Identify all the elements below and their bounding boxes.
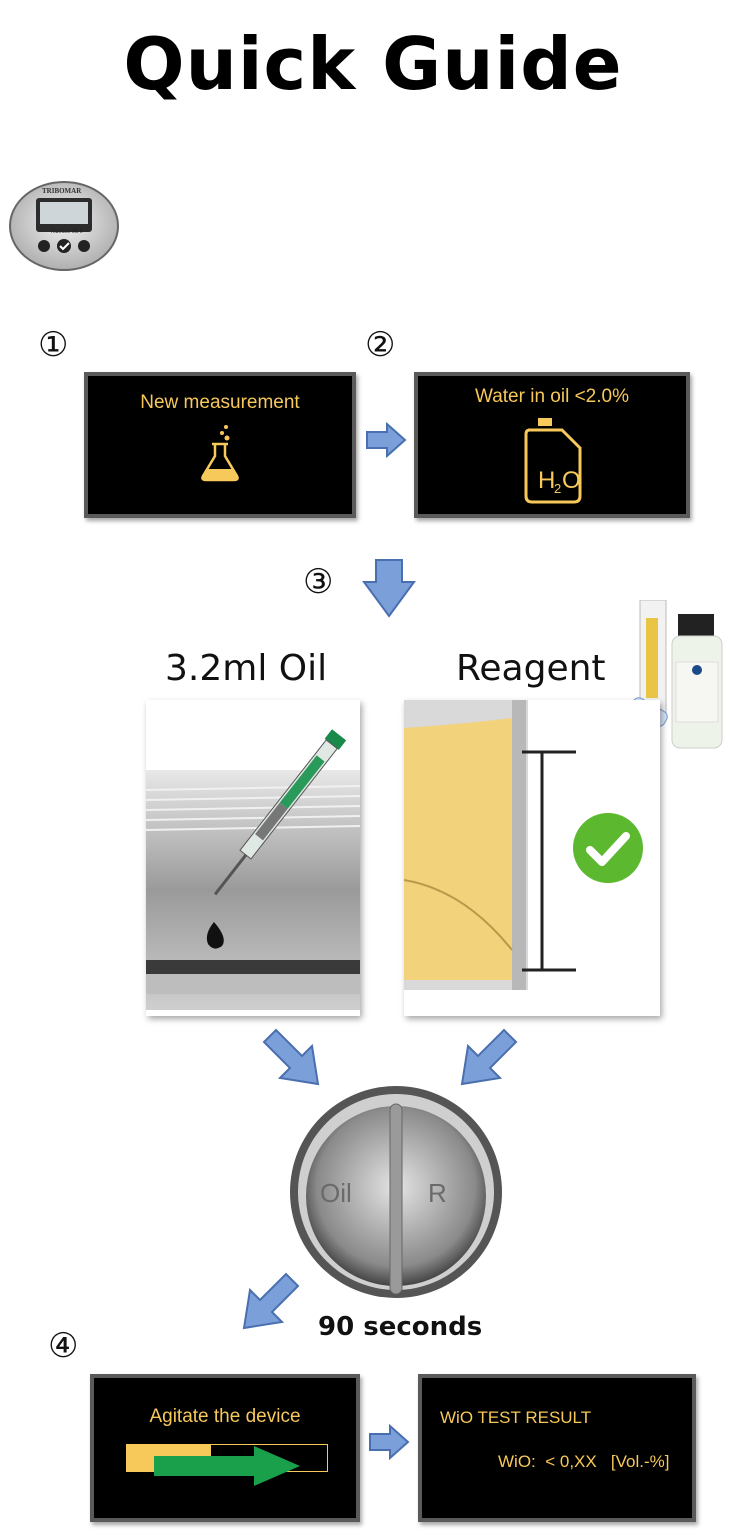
svg-text:H: H	[538, 467, 555, 494]
svg-text:2: 2	[554, 481, 561, 496]
arrow-down-left-icon	[238, 1272, 300, 1338]
arrow-down-icon	[360, 558, 418, 624]
agitate-arrow-icon	[152, 1444, 302, 1493]
step-2-number: ②	[365, 325, 396, 365]
agitate-label: Agitate the device	[149, 1406, 301, 1427]
sample-cup-image: Oil R	[286, 1082, 506, 1302]
svg-text:O: O	[562, 467, 581, 494]
agitate-screen: Agitate the device	[90, 1374, 360, 1522]
canister-h2o-icon: H 2 O	[520, 416, 586, 511]
step-1-number: ①	[38, 325, 69, 365]
step-3-number: ③	[303, 562, 334, 602]
flask-icon	[198, 424, 242, 489]
oil-label: 3.2ml Oil	[165, 648, 328, 689]
arrow-down-right-icon	[262, 1028, 324, 1094]
arrow-right-icon	[365, 421, 407, 462]
device-model: TriboCon Mk II	[50, 229, 83, 235]
reagent-label: Reagent	[456, 648, 606, 689]
new-measurement-label: New measurement	[140, 392, 300, 413]
cup-label-oil: Oil	[320, 1178, 352, 1208]
duration-label: 90 seconds	[318, 1312, 483, 1342]
page-title: Quick Guide	[123, 22, 623, 106]
cup-label-r: R	[428, 1178, 447, 1208]
result-title: WiO TEST RESULT	[440, 1408, 592, 1427]
water-in-oil-screen: Water in oil <2.0% H 2 O	[414, 372, 690, 518]
syringe-oil-photo	[146, 700, 360, 1016]
checkmark-icon	[572, 812, 644, 888]
arrow-down-left-icon	[456, 1028, 518, 1094]
water-in-oil-label: Water in oil <2.0%	[474, 386, 629, 407]
new-measurement-screen: New measurement	[84, 372, 356, 518]
arrow-right-icon	[368, 1423, 410, 1464]
result-value: WiO: < 0,XX [Vol.-%]	[498, 1452, 670, 1471]
reagent-level-photo	[404, 700, 660, 1016]
device-brand: TRIBOMAR	[42, 187, 82, 195]
step-4-number: ④	[48, 1326, 79, 1366]
result-screen: WiO TEST RESULT WiO: < 0,XX [Vol.-%]	[418, 1374, 696, 1522]
device-image: TRIBOMAR TriboCon Mk II	[8, 180, 120, 272]
